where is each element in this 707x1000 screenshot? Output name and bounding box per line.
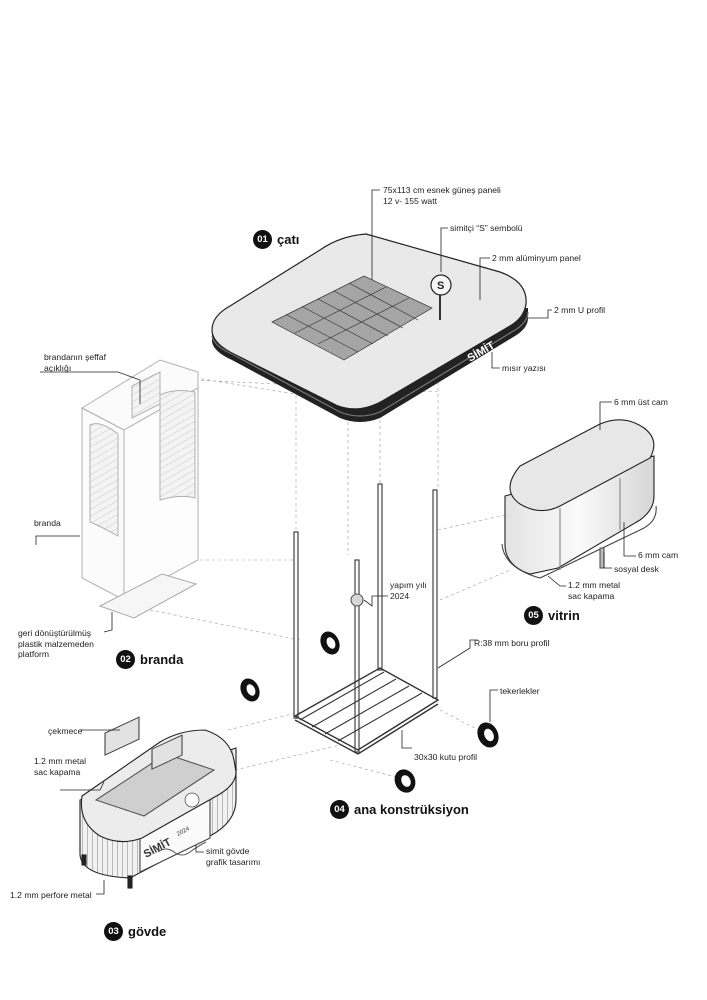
body-year-text: 2024 xyxy=(176,826,191,838)
main-frame xyxy=(293,483,440,755)
section-title: vitrin xyxy=(548,608,580,623)
solar-panel xyxy=(271,275,433,361)
branda-opening-label: brandanın şeffaf açıklığı xyxy=(44,352,106,373)
frame-post-2 xyxy=(354,559,360,753)
aluminium-panel-label: 2 mm alüminyum panel xyxy=(492,253,581,263)
wheels xyxy=(240,631,499,793)
branda-label: branda xyxy=(34,518,61,528)
perforated-label: 1.2 mm perfore metal xyxy=(10,890,92,900)
vitrin-assembly xyxy=(501,419,657,579)
vitrin-body xyxy=(504,455,655,575)
frame-post-4 xyxy=(432,489,438,699)
glass-label: 6 mm cam xyxy=(638,550,679,560)
s-symbol-letter: S xyxy=(437,280,444,292)
section-number-badge: 05 xyxy=(524,606,543,625)
roof-assembly: SİMİT S xyxy=(211,233,529,422)
frame-post-1 xyxy=(293,531,299,719)
frame-post-3 xyxy=(377,483,383,671)
wheel-2 xyxy=(240,678,260,702)
year-label: yapım yılı 2024 xyxy=(390,580,427,601)
branda-platform xyxy=(98,573,198,619)
social-desk-leg xyxy=(599,547,605,569)
body-logo xyxy=(184,792,200,808)
branda-opening-right xyxy=(159,390,196,501)
branda-opening-top xyxy=(131,371,161,419)
box-profile-label: 30x30 kutu profil xyxy=(414,752,478,762)
u-profile-label: 2 mm U profil xyxy=(554,305,606,315)
solar-panel-label: 75x113 cm esnek güneş paneli 12 v- 155 w… xyxy=(383,185,501,206)
section-heading-frame: 04 ana konstrüksiyon xyxy=(330,800,469,819)
vitrin-cover-label: 1.2 mm metal sac kapama xyxy=(568,580,621,601)
section-heading-vitrin: 05 vitrin xyxy=(524,606,580,625)
body-foot-left xyxy=(127,875,133,889)
section-heading-roof: 01 çatı xyxy=(253,230,299,249)
drawer-2 xyxy=(151,734,183,770)
section-number-badge: 01 xyxy=(253,230,272,249)
year-plaque xyxy=(350,593,364,607)
frame-base xyxy=(293,667,440,751)
section-number-badge: 02 xyxy=(116,650,135,669)
section-number-badge: 03 xyxy=(104,922,123,941)
wheel-4 xyxy=(477,722,499,748)
body-assembly: SİMİT 2024 xyxy=(79,716,237,889)
top-glass-label: 6 mm üst cam xyxy=(614,397,668,407)
platform-label: geri dönüştürülmüş plastik malzemeden pl… xyxy=(18,628,94,659)
section-heading-body: 03 gövde xyxy=(104,922,166,941)
s-symbol-disc xyxy=(430,274,452,296)
misir-yazisi-label: mısır yazısı xyxy=(502,363,546,373)
body-wave-graphic xyxy=(157,841,207,856)
branda-assembly xyxy=(80,359,199,619)
drawer-label: çekmece xyxy=(48,726,83,736)
section-title: çatı xyxy=(277,232,300,247)
roof-u-profile xyxy=(211,311,529,417)
vitrin-lower-band xyxy=(501,505,657,579)
section-number-badge: 04 xyxy=(330,800,349,819)
pipe-profile-label: R:38 mm boru profil xyxy=(474,638,550,648)
leader-lines xyxy=(35,189,636,895)
body-graphic-label: simit gövde grafik tasarımı xyxy=(206,846,261,867)
s-symbol-label: simitçi “S” sembolü xyxy=(450,223,523,233)
section-title: branda xyxy=(140,652,184,667)
wheel-1 xyxy=(320,631,340,655)
body-cover-label: 1.2 mm metal sac kapama xyxy=(34,756,87,777)
drawer-1 xyxy=(104,716,140,756)
social-desk-label: sosyal desk xyxy=(614,564,659,574)
body-inner xyxy=(94,753,216,817)
wheel-3 xyxy=(394,769,416,793)
section-title: ana konstrüksiyon xyxy=(354,802,469,817)
body-foot-right xyxy=(81,854,87,866)
section-title: gövde xyxy=(128,924,167,939)
branda-opening-left xyxy=(89,423,119,537)
wheels-label: tekerlekler xyxy=(500,686,540,696)
section-heading-branda: 02 branda xyxy=(116,650,183,669)
vitrin-top-glass xyxy=(509,419,655,512)
